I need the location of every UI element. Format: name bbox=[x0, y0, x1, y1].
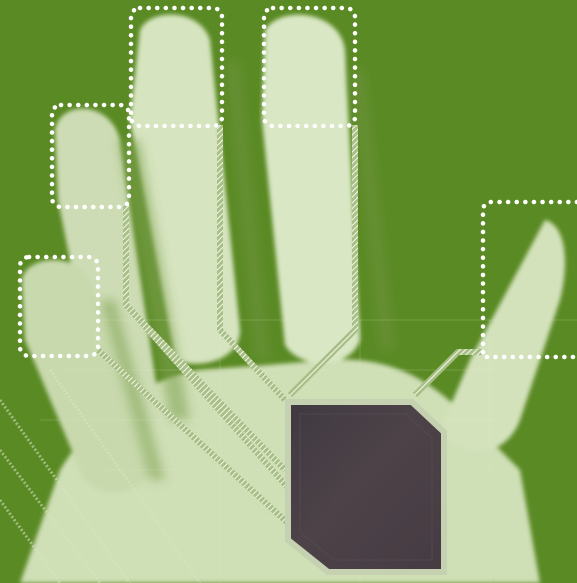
center-panel bbox=[288, 402, 444, 572]
